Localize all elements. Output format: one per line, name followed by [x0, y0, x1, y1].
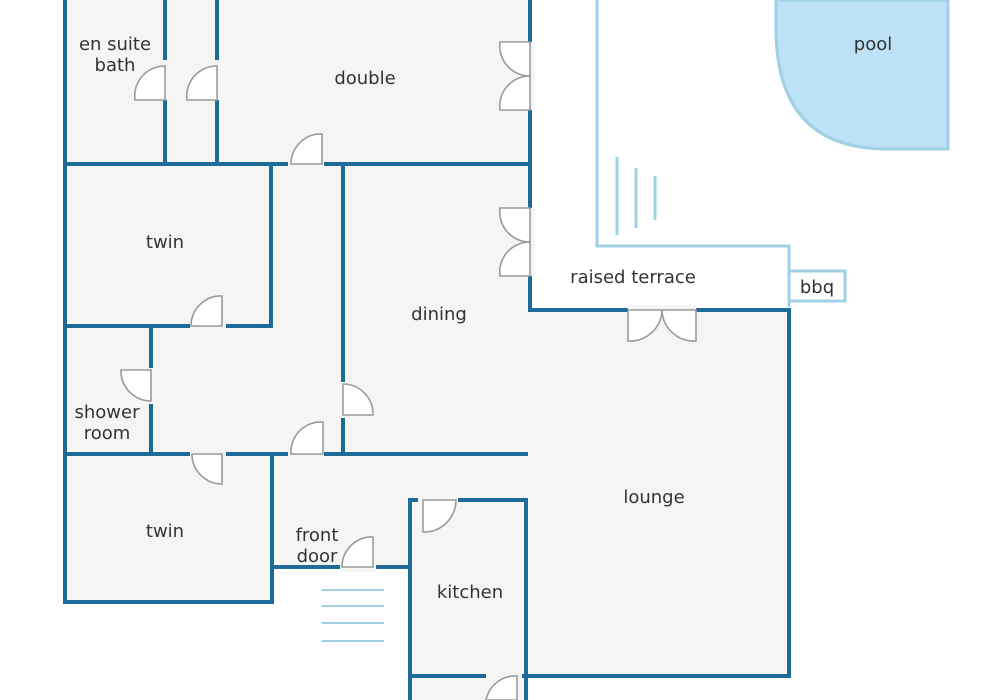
door-lounge-french-right: [661, 309, 697, 342]
room-floors: [65, 0, 789, 700]
pool-deck-outline: [595, 0, 791, 307]
label-bbq: bbq: [800, 277, 834, 298]
entrance-steps: [322, 589, 384, 642]
label-lounge: lounge: [623, 487, 684, 508]
pool-steps: [615, 157, 657, 235]
door-twin-lower: [191, 453, 223, 485]
label-raised-terrace: raised terrace: [570, 267, 696, 288]
door-dining-french-bottom: [498, 241, 531, 277]
door-double: [185, 65, 218, 101]
label-kitchen: kitchen: [437, 582, 503, 603]
door-en-suite: [133, 65, 166, 101]
doors: [120, 41, 697, 700]
door-twin-upper: [190, 295, 223, 327]
label-twin-lower: twin: [146, 521, 184, 542]
bbq-outline: [787, 269, 847, 303]
door-front: [341, 536, 374, 568]
pool-area: [595, 0, 950, 307]
label-dining: dining: [411, 304, 467, 325]
door-dining: [342, 383, 374, 416]
door-corridor-top: [290, 133, 323, 165]
door-double-french-bottom: [498, 75, 531, 111]
door-kitchen: [422, 499, 457, 533]
label-twin-upper: twin: [146, 232, 184, 253]
label-double: double: [334, 68, 395, 89]
door-corridor-bottom: [290, 421, 324, 455]
label-pool: pool: [854, 34, 892, 55]
pool-shape: [774, 0, 950, 151]
door-shower: [120, 369, 152, 402]
